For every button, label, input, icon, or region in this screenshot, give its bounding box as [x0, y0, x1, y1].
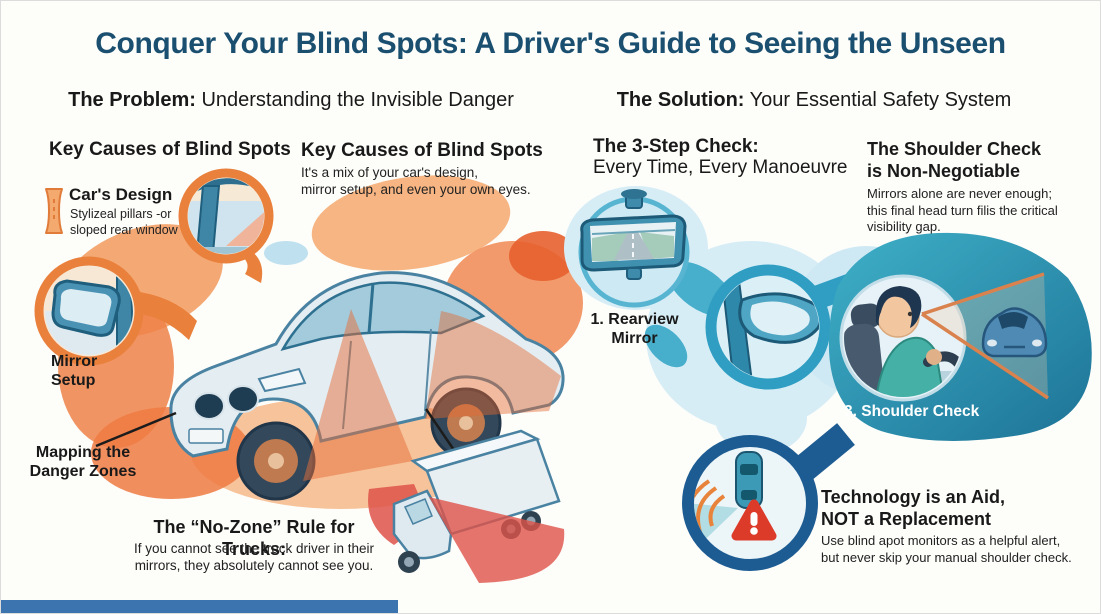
- solution-header-bold: The Solution:: [616, 89, 745, 111]
- solution-header: The Solution: Your Essential Safety Syst…: [589, 89, 1039, 112]
- problem-header-bold: The Problem:: [68, 89, 196, 111]
- pillar-icon: [45, 188, 63, 234]
- car-illustration: [169, 271, 565, 501]
- no-zone-title: The “No-Zone” Rule for Trucks:: [153, 517, 355, 559]
- solution-header-rest: Your Essential Safety System: [744, 89, 1012, 111]
- problem-illustration: [34, 168, 583, 583]
- cars-design-title: Car's Design: [69, 185, 173, 204]
- mirror-blindspot-icon: [34, 256, 197, 366]
- step3-label: 3. Shoulder Check: [844, 403, 980, 420]
- shoulder-note-subtitle: Mirrors alone are never enough; this fin…: [867, 186, 1058, 235]
- technology-subtitle: Use blind apot monitors as a helpful ale…: [821, 533, 1072, 565]
- problem-header-rest: Understanding the Invisible Danger: [195, 89, 514, 111]
- danger-zones-leader-line: [95, 411, 177, 448]
- problem-header: The Problem: Understanding the Invisible…: [41, 89, 541, 112]
- page-title: Conquer Your Blind Spots: A Driver's Gui…: [95, 27, 1006, 60]
- footer-bar: [1, 600, 398, 613]
- step1-label: 1. Rearview Mirror: [590, 311, 679, 347]
- key-causes-mid-title: Key Causes of Blind Spots: [301, 140, 543, 161]
- three-step-title-bold: The 3-Step Check:: [593, 136, 759, 157]
- danger-zones-label: Mapping the Danger Zones: [29, 444, 137, 480]
- truck-leader-line: [424, 408, 458, 454]
- key-causes-left-title: Key Causes of Blind Spots: [49, 139, 291, 160]
- truck-illustration: [368, 429, 565, 583]
- mirror-setup-label: Mirror Setup: [51, 353, 98, 389]
- key-causes-mid-subtitle: It's a mix of your car's design, mirror …: [301, 165, 531, 198]
- three-step-title-rest: Every Time, Every Manoeuvre: [593, 157, 848, 178]
- shoulder-check-illustration: [828, 232, 1092, 441]
- rearview-mirror-icon: [578, 189, 690, 308]
- no-zone-subtitle: If you cannot see the truck driver in th…: [133, 541, 375, 574]
- shoulder-note-title: The Shoulder Check is Non-Negotiable: [867, 139, 1042, 181]
- pillar-blindspot-icon: [178, 168, 274, 283]
- side-mirror-icon: [705, 264, 831, 390]
- blind-spot-monitor-icon: [682, 435, 818, 571]
- technology-title: Technology is an Aid, NOT a Replacement: [821, 487, 1006, 529]
- warning-triangle-icon: [731, 499, 777, 541]
- cars-design-subtitle: Stylizeal pillars -or sloped rear window: [70, 207, 178, 237]
- approaching-car-icon: [981, 307, 1048, 358]
- solution-illustration: [564, 186, 1092, 571]
